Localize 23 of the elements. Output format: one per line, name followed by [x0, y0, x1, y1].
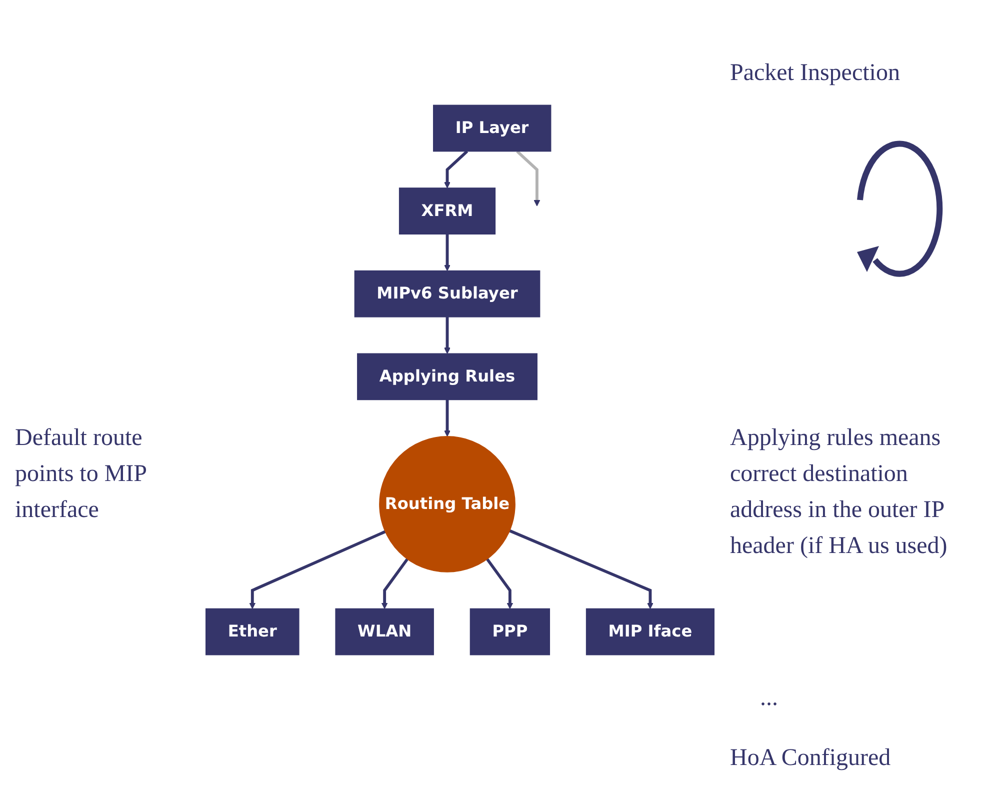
node-circle: Routing Table — [379, 436, 516, 572]
node-box: WLAN — [335, 608, 434, 656]
node-box: MIP Iface — [586, 608, 714, 656]
node-box: IP Layer — [433, 104, 552, 152]
arrow — [444, 150, 468, 188]
arrow — [444, 234, 450, 272]
note-text: ... — [760, 684, 779, 713]
arrow — [509, 529, 654, 609]
node-box: PPP — [470, 608, 550, 656]
arrow — [381, 558, 409, 609]
arrow — [486, 558, 514, 609]
node-box: MIPv6 Sublayer — [354, 270, 540, 318]
node-box: Ether — [206, 608, 300, 656]
note-text: Default route points to MIP interface — [15, 424, 148, 525]
note-text: Applying rules means correct destination address in the outer IP header (if HA us used) — [730, 424, 948, 561]
arrow — [249, 530, 386, 609]
note-text: HoA Configured — [730, 744, 892, 773]
node-box: XFRM — [398, 188, 496, 234]
note-text: Packet Inspection — [730, 59, 901, 88]
arrow — [444, 316, 450, 354]
node-box: Applying Rules — [357, 353, 538, 400]
arrow — [516, 150, 540, 206]
arrow — [444, 400, 450, 437]
